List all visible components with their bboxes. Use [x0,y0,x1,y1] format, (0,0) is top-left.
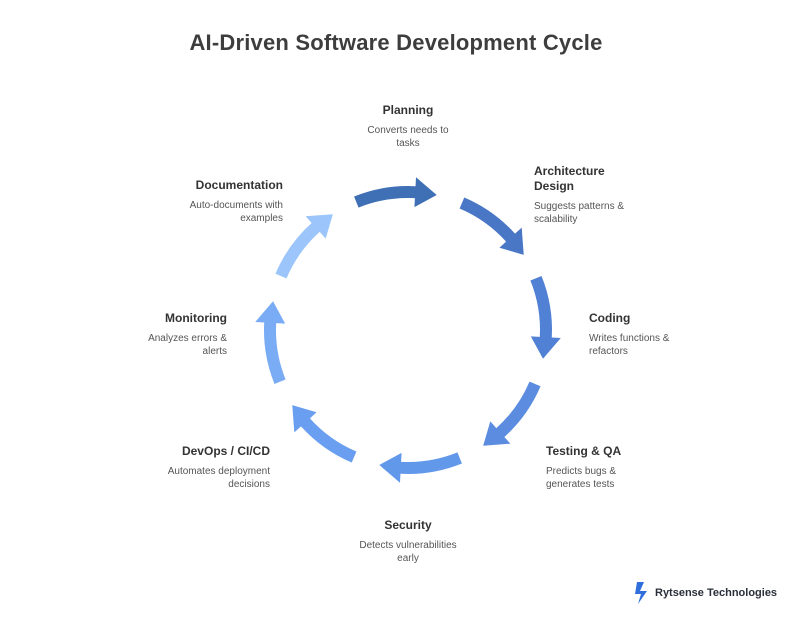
cycle-arrow-security [379,452,462,483]
stage-coding: Coding Writes functions & refactors [589,311,689,358]
stage-planning-title: Planning [382,103,434,117]
brand-name: Rytsense Technologies [655,587,778,599]
stage-security: Security Detects vulnerabilities early [333,518,483,565]
diagram-title: AI-Driven Software Development Cycle [189,30,603,55]
stage-devops-cicd-description: Automates deployment decisions [167,466,270,490]
cycle-arrow-planning [354,177,437,208]
stage-planning: Planning Converts needs to tasks [333,103,483,150]
cycle-arrow-architecture-design [459,197,524,255]
stage-documentation-title: Documentation [195,178,283,192]
stage-security-title: Security [384,518,432,532]
cycle-arrow-coding [530,276,561,359]
stage-devops-cicd: DevOps / CI/CD Automates deployment deci… [130,444,270,491]
cycle-arrow-testing-qa [483,381,541,446]
stage-architecture-design-title: Architecture Design [534,164,605,193]
stage-monitoring: Monitoring Analyzes errors & alerts [117,311,227,358]
stage-architecture-design: Architecture Design Suggests patterns & … [534,164,644,226]
stage-devops-cicd-title: DevOps / CI/CD [181,444,270,458]
stage-security-description: Detects vulnerabilities early [359,540,457,564]
stage-documentation: Documentation Auto-documents with exampl… [133,178,283,225]
cycle-arrows [255,177,561,483]
lightning-logo-icon [635,582,647,604]
stage-monitoring-description: Analyzes errors & alerts [148,333,227,357]
stage-coding-description: Writes functions & refactors [589,333,670,357]
stage-monitoring-title: Monitoring [165,311,227,325]
stage-testing-qa: Testing & QA Predicts bugs & generates t… [546,444,656,491]
stage-testing-qa-description: Predicts bugs & generates tests [546,466,617,490]
cycle-arrow-devops-cicd [292,405,357,463]
stage-documentation-description: Auto-documents with examples [189,200,283,224]
stage-planning-description: Converts needs to tasks [367,125,449,149]
stage-architecture-design-description: Suggests patterns & scalability [534,201,625,225]
stage-testing-qa-title: Testing & QA [546,444,622,458]
brand: Rytsense Technologies [634,578,777,608]
cycle-arrow-documentation [275,214,333,279]
cycle-arrow-monitoring [255,301,286,384]
stage-coding-title: Coding [589,311,631,325]
